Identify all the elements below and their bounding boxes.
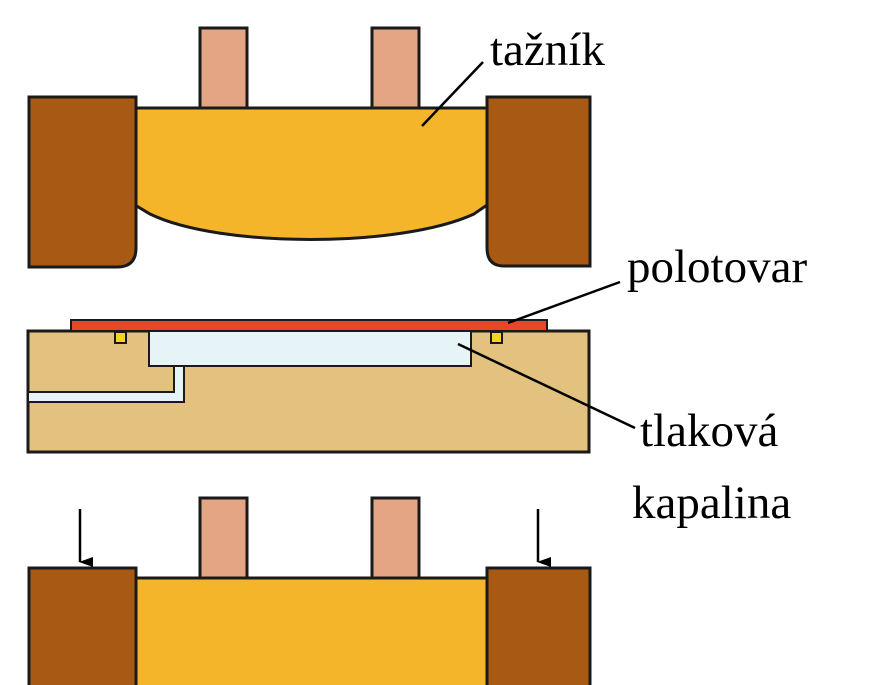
label-fluid-line2: kapalina (632, 477, 791, 529)
punch-rod-right-lower (370, 496, 421, 582)
leader-punch (421, 61, 484, 127)
leader-blank (507, 280, 621, 325)
top-punch-assembly (27, 26, 592, 269)
leader-fluid (457, 342, 636, 430)
label-blank: polotovar (627, 241, 807, 293)
bottom-punch-assembly (27, 496, 592, 685)
die-assembly (26, 319, 591, 454)
seal-right (490, 331, 503, 344)
label-punch: tažník (490, 24, 605, 76)
holder-left-lower (27, 566, 138, 685)
punch-rod-left-lower (198, 496, 249, 582)
punch-rod-left (198, 26, 249, 112)
fluid-chamber (148, 330, 472, 367)
label-fluid-line1: tlaková (640, 405, 778, 457)
blank-sheet (70, 319, 548, 332)
holder-right (485, 95, 592, 268)
holder-right-lower (485, 566, 592, 685)
punch-body (133, 106, 489, 241)
punch-body-lower (133, 576, 489, 685)
punch-rod-right (370, 26, 421, 112)
holder-left (27, 95, 138, 269)
seal-left (114, 331, 127, 344)
